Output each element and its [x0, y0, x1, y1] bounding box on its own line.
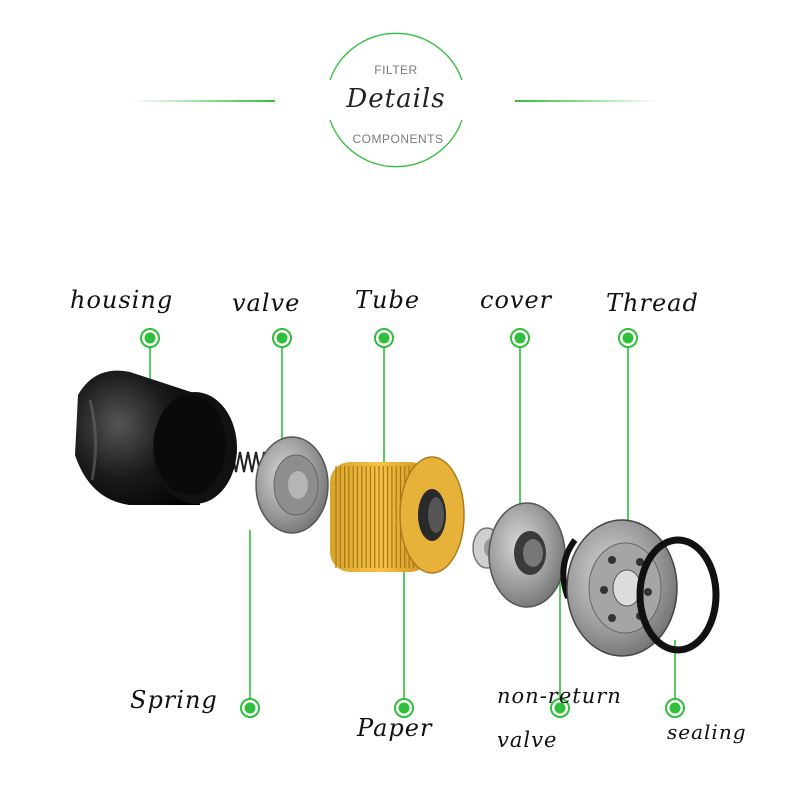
dot-thread — [618, 328, 638, 348]
valve-part — [255, 436, 329, 534]
label-housing: housing — [70, 286, 174, 314]
header-bottom-text: COMPONENTS — [352, 132, 444, 146]
dot-paper — [394, 698, 414, 718]
label-thread: Thread — [606, 289, 699, 317]
label-non-return: non-return — [497, 684, 622, 708]
header-emblem — [130, 32, 660, 168]
label-sealing: sealing — [667, 720, 747, 744]
housing-part — [75, 370, 237, 505]
header-arc-bottom — [329, 119, 463, 168]
label-cover: cover — [480, 286, 553, 314]
non-return-valve-part — [560, 538, 578, 600]
header-title: Details — [346, 84, 446, 114]
label-non-return-valve: valve — [497, 728, 558, 752]
dot-tube — [374, 328, 394, 348]
dot-spring — [240, 698, 260, 718]
header-line-right — [515, 100, 660, 102]
header-arc-top — [329, 32, 463, 81]
label-paper: Paper — [357, 714, 433, 742]
label-spring: Spring — [130, 686, 218, 714]
cover-part — [488, 502, 566, 608]
dot-sealing — [665, 698, 685, 718]
dot-housing — [140, 328, 160, 348]
dot-cover — [510, 328, 530, 348]
dot-valve — [272, 328, 292, 348]
header-top-text: FILTER — [374, 63, 418, 77]
sealing-ring-part — [636, 536, 720, 654]
thread-plate-part — [566, 519, 678, 657]
label-valve: valve — [232, 289, 301, 317]
marker-dots — [140, 328, 685, 718]
paper-tube-part — [330, 456, 465, 574]
header-line-left — [130, 100, 275, 102]
label-tube: Tube — [355, 286, 421, 314]
dot-non-return-valve — [550, 698, 570, 718]
